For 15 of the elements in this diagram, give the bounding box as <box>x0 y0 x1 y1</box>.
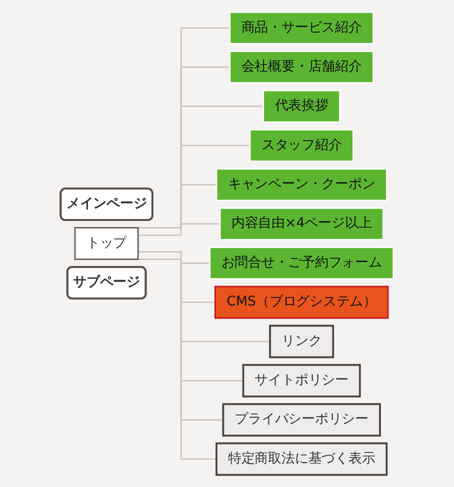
connector <box>138 251 210 264</box>
node-box: CMS（ブログシステム） <box>214 286 389 319</box>
node-box: 内容自由×4ページ以上 <box>219 207 384 240</box>
node-box: 商品・サービス紹介 <box>229 11 374 44</box>
connector <box>138 223 221 236</box>
node-box: サイトポリシー <box>242 364 361 398</box>
node-box: 会社概要・店舗紹介 <box>229 50 374 84</box>
node-box: 代表挨拶 <box>262 90 341 123</box>
node-box: トップ <box>74 227 139 260</box>
node-box: キャンペーン・クーポン <box>216 168 388 202</box>
node-box: プライバシーポリシー <box>222 403 381 437</box>
node-box: 特定商取法に基づく表示 <box>216 442 388 476</box>
node-box: お問合せ・ご予約フォーム <box>209 246 394 280</box>
node-box: スタッフ紹介 <box>249 129 354 162</box>
node-box: リンク <box>269 324 334 358</box>
